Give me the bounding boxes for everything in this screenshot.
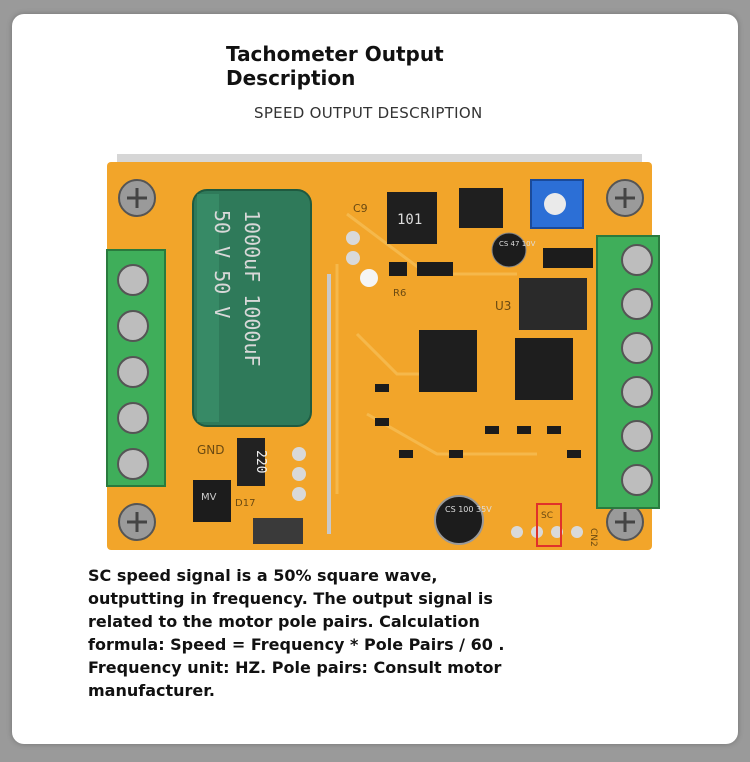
small-capacitor-label: CS 47 10V — [499, 240, 536, 248]
cn2-label: CN2 — [588, 528, 598, 547]
bottom-capacitor — [434, 495, 484, 545]
electrolytic-capacitor: 1000uF 1000uF 50 V 50 V — [192, 189, 312, 427]
jumper — [543, 248, 593, 268]
capacitor-voltage: 50 V 50 V — [210, 210, 234, 318]
r6-label: R6 — [393, 288, 406, 299]
left-terminal-block — [106, 249, 166, 487]
sc-label: SC — [541, 511, 553, 521]
page-title: Tachometer Output Description — [226, 42, 444, 90]
mv-label: MV — [201, 492, 217, 503]
bottom-capacitor-label: CS 100 35V — [445, 505, 492, 514]
c9-label: C9 — [353, 202, 368, 215]
small-ic — [459, 188, 503, 228]
diode-d17 — [193, 480, 231, 522]
controller-ic — [419, 330, 477, 392]
u3-label: U3 — [495, 299, 511, 313]
right-terminal-block — [596, 235, 660, 509]
driver-ic — [515, 338, 573, 400]
motor-driver-board-image: 1000uF 1000uF 50 V 50 V GND C9 220 MV D1… — [97, 154, 662, 550]
d17-label: D17 — [235, 498, 255, 509]
resistor-220 — [237, 438, 265, 486]
shunt-resistor — [253, 518, 303, 544]
screw-icons — [118, 179, 644, 541]
pcb-illustration: 1000uF 1000uF 50 V 50 V GND C9 220 MV D1… — [106, 154, 660, 550]
inductor-label: 101 — [397, 212, 422, 228]
gnd-label: GND — [197, 443, 225, 457]
capacitor-label: 1000uF 1000uF — [240, 210, 264, 367]
resistor-220-label: 220 — [253, 450, 268, 473]
speed-signal-description: SC speed signal is a 50% square wave, ou… — [88, 566, 505, 700]
page-subtitle: SPEED OUTPUT DESCRIPTION — [254, 104, 483, 122]
small-capacitor — [491, 232, 527, 268]
regulator-u3 — [519, 278, 587, 330]
inductor — [387, 192, 437, 244]
product-card: Tachometer Output Description SPEED OUTP… — [12, 14, 738, 744]
sc-pin-highlight — [536, 503, 562, 547]
